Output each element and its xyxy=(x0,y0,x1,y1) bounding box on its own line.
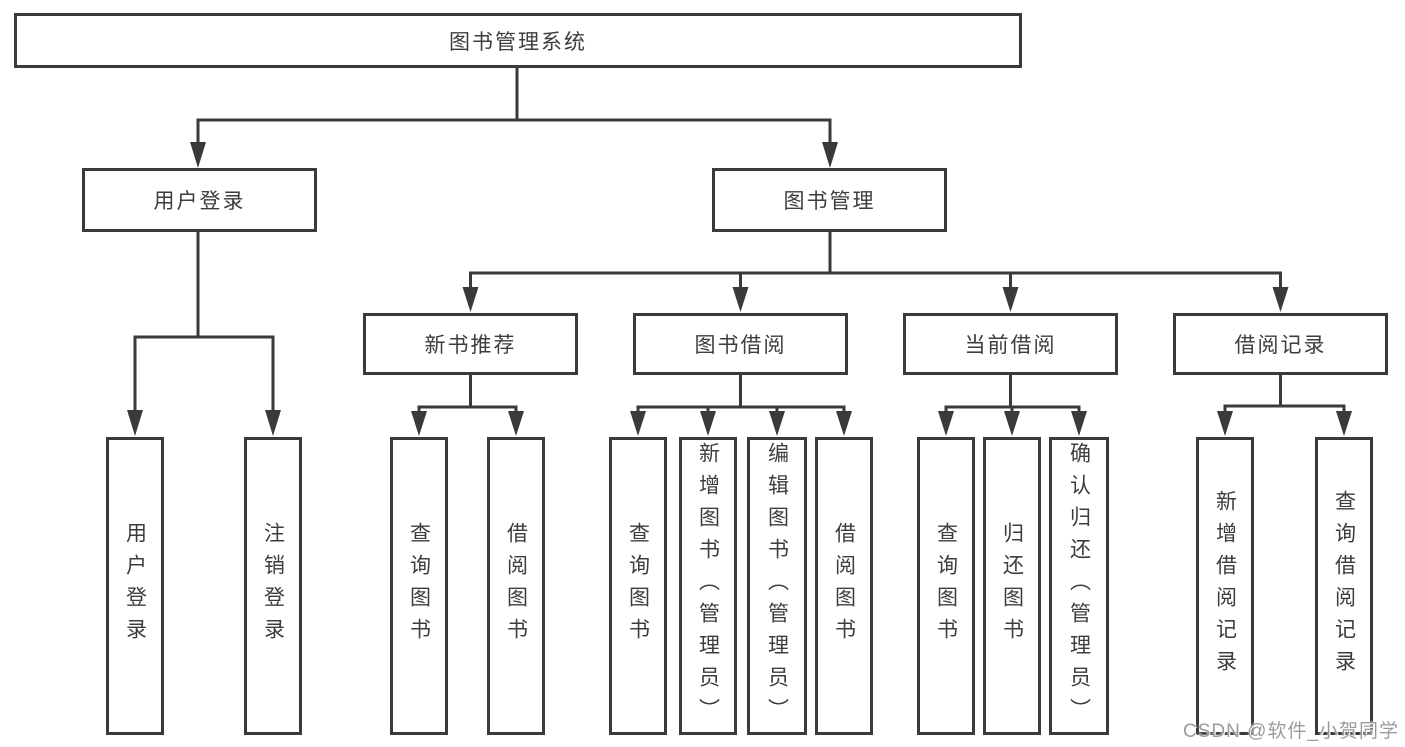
node-label: 新书推荐 xyxy=(424,334,517,357)
connector-new-book-recommend-children xyxy=(411,375,524,436)
node-label: 用户登录 xyxy=(123,522,147,650)
node-label: 图书借阅 xyxy=(694,334,787,357)
node-label: 用户登录 xyxy=(153,190,246,213)
node-logout: 注销登录 xyxy=(244,437,302,735)
node-label: 归还图书 xyxy=(1000,522,1024,650)
node-borrow-books-recommend: 借阅图书 xyxy=(487,437,545,735)
csdn-watermark: CSDN @软件_小贺同学 xyxy=(1183,721,1399,742)
node-book-borrowing: 图书借阅 xyxy=(633,313,848,375)
node-edit-book-admin: 编辑图书（管理员） xyxy=(747,437,807,735)
node-query-books-current: 查询图书 xyxy=(917,437,975,735)
node-borrowing-records: 借阅记录 xyxy=(1173,313,1388,375)
node-label: 查询图书 xyxy=(934,522,958,650)
node-user-login: 用户登录 xyxy=(82,168,317,232)
node-label: 查询图书 xyxy=(407,522,431,650)
node-label: 新增借阅记录 xyxy=(1213,490,1237,682)
node-label: 借阅图书 xyxy=(832,522,856,650)
node-query-books-borrowing: 查询图书 xyxy=(609,437,667,735)
node-label: 图书管理 xyxy=(783,190,876,213)
node-query-books-recommend: 查询图书 xyxy=(390,437,448,735)
node-label: 当前借阅 xyxy=(964,334,1057,357)
node-current-borrowing: 当前借阅 xyxy=(903,313,1118,375)
node-user-login-action: 用户登录 xyxy=(106,437,164,735)
node-label: 新增图书（管理员） xyxy=(696,442,720,730)
node-confirm-return-admin: 确认归还（管理员） xyxy=(1049,437,1109,735)
connector-book-borrowing-children xyxy=(630,375,852,436)
connector-current-borrowing-children xyxy=(938,375,1087,436)
node-label: 借阅记录 xyxy=(1234,334,1327,357)
node-label: 查询借阅记录 xyxy=(1332,490,1356,682)
node-new-book-recommend: 新书推荐 xyxy=(363,313,578,375)
node-label: 图书管理系统 xyxy=(449,30,587,54)
node-label: 注销登录 xyxy=(261,522,285,650)
node-book-management: 图书管理 xyxy=(712,168,947,232)
node-borrow-books-borrowing: 借阅图书 xyxy=(815,437,873,735)
node-add-book-admin: 新增图书（管理员） xyxy=(679,437,737,735)
connector-borrowing-records-children xyxy=(1217,375,1352,436)
node-label: 确认归还（管理员） xyxy=(1067,442,1091,730)
connector-root-to-level2 xyxy=(190,68,838,168)
connector-book-management-children xyxy=(462,232,1289,312)
node-library-system: 图书管理系统 xyxy=(14,13,1022,68)
node-query-borrow-record: 查询借阅记录 xyxy=(1315,437,1373,735)
node-label: 借阅图书 xyxy=(504,522,528,650)
node-return-books: 归还图书 xyxy=(983,437,1041,735)
connector-user-login-children xyxy=(127,232,281,436)
node-label: 查询图书 xyxy=(626,522,650,650)
node-add-borrow-record: 新增借阅记录 xyxy=(1196,437,1254,735)
node-label: 编辑图书（管理员） xyxy=(765,442,789,730)
